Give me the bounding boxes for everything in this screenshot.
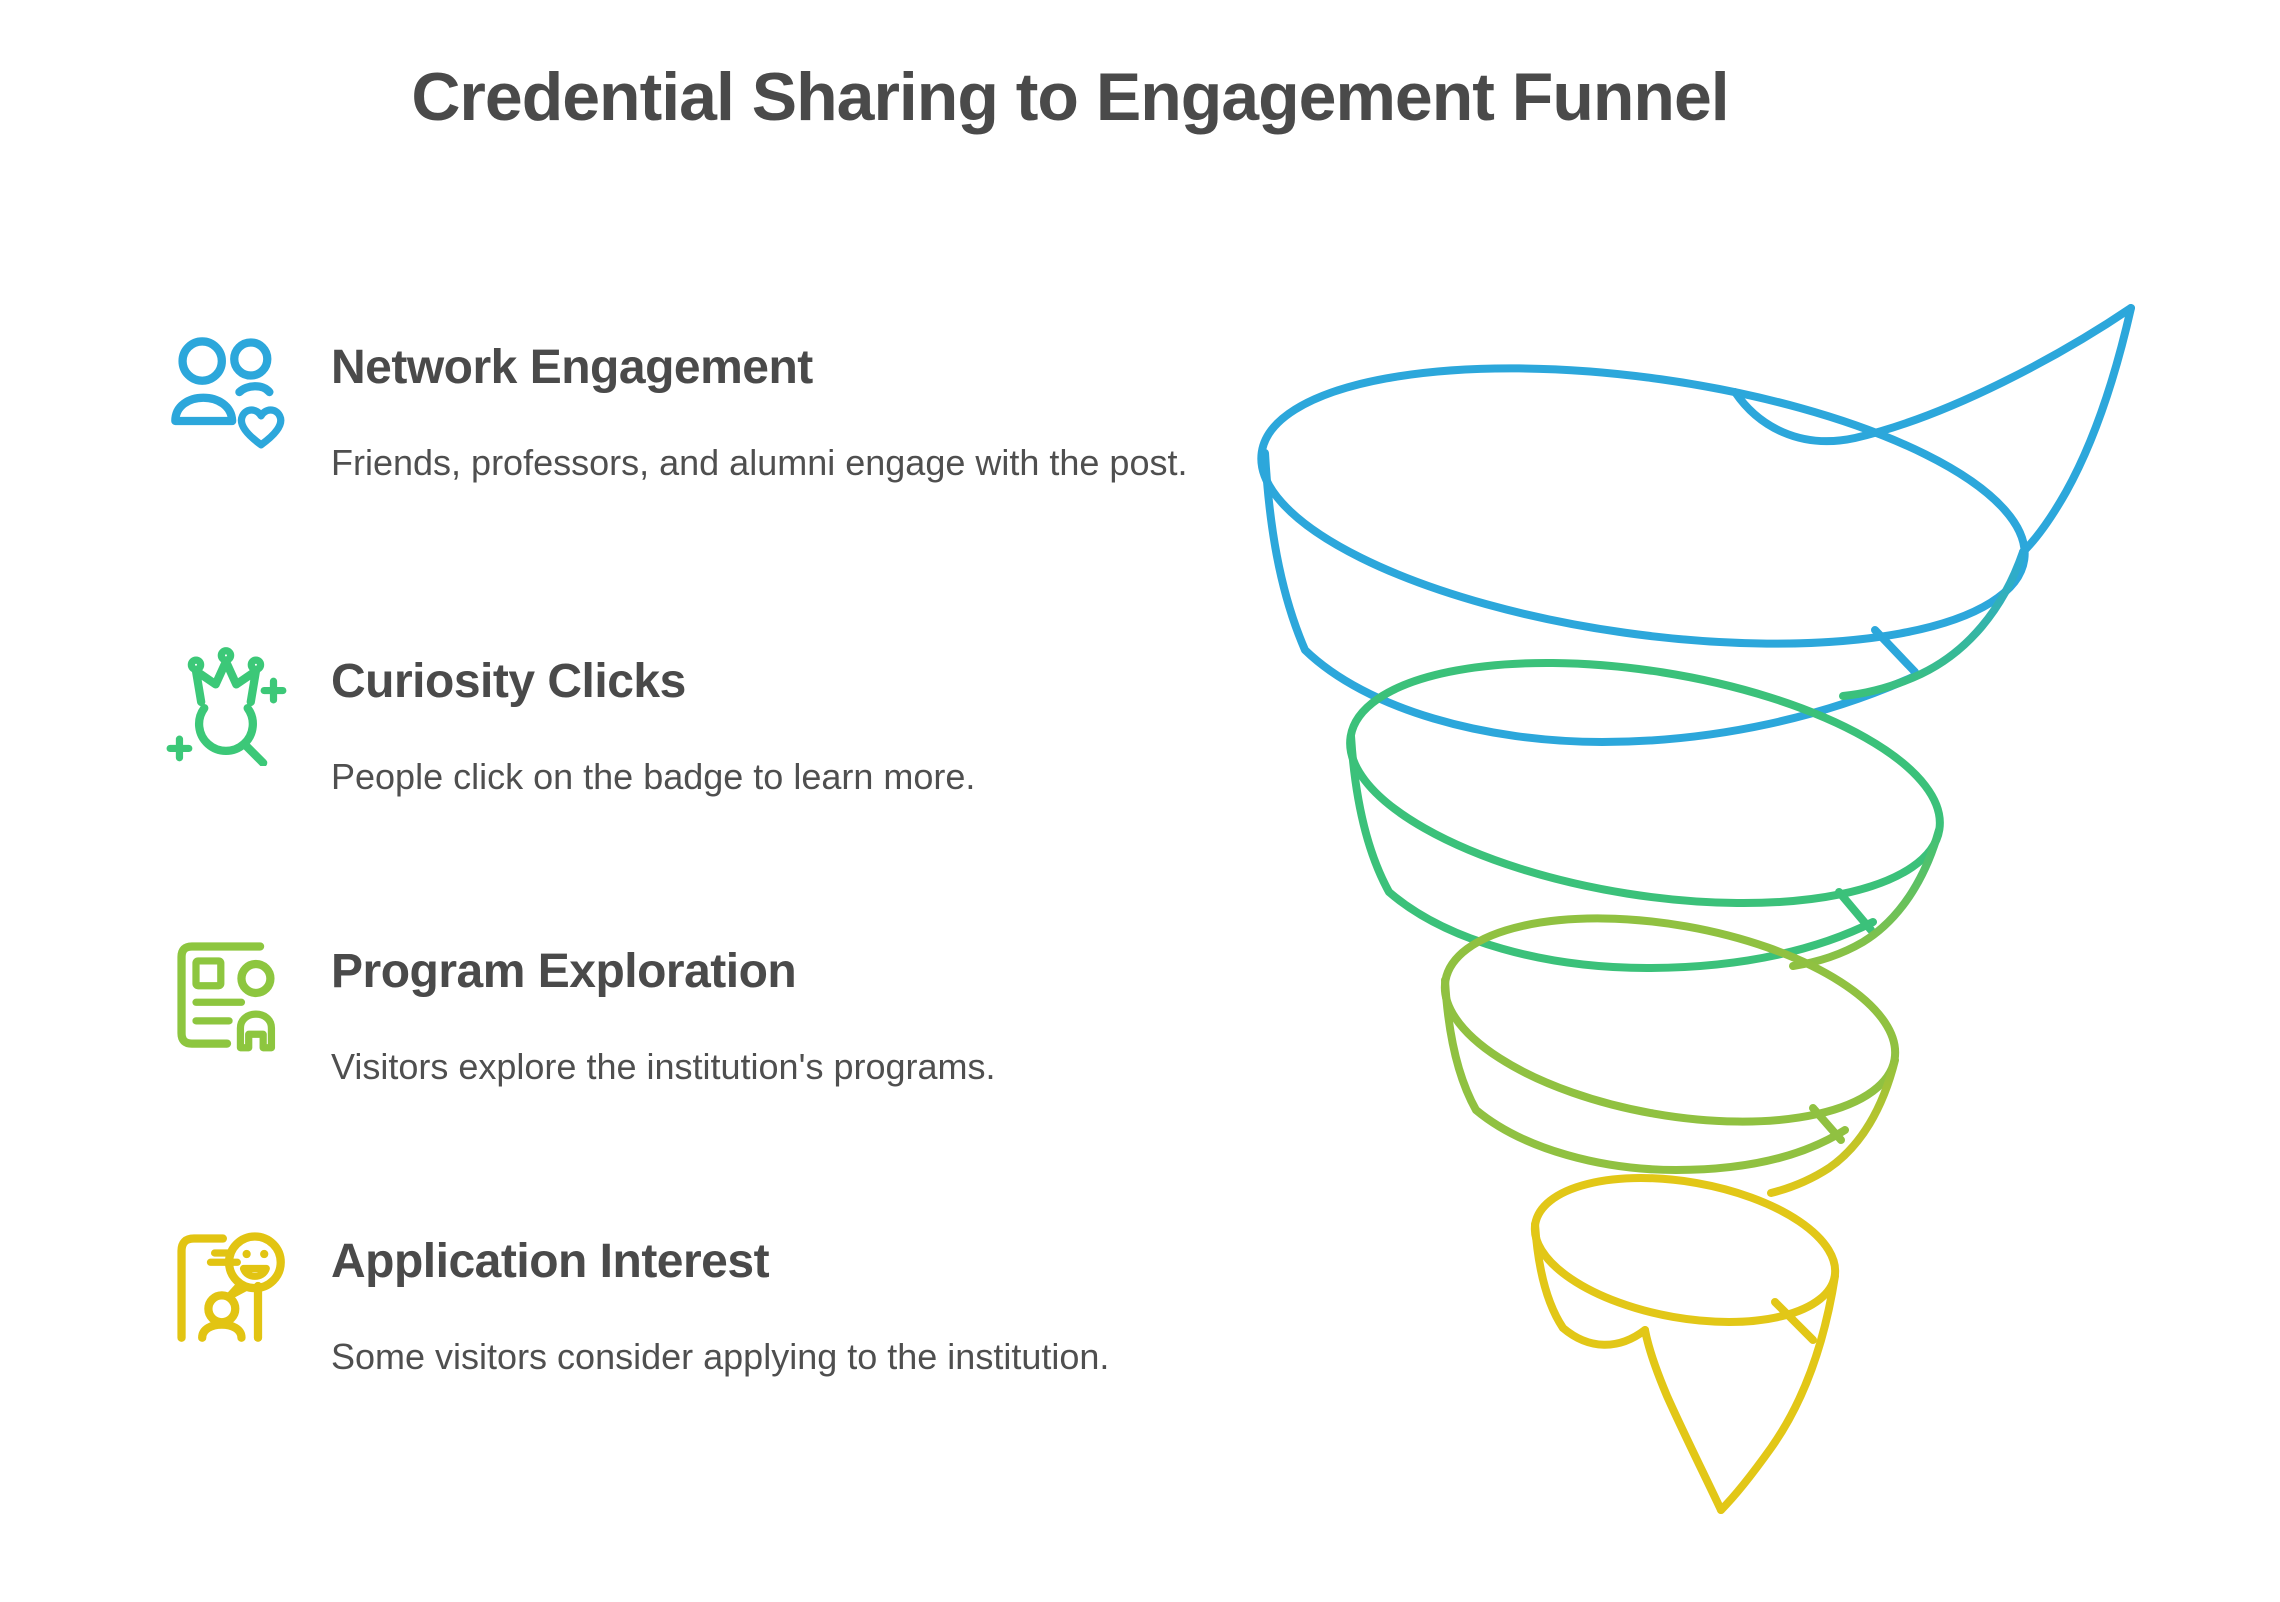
funnel-lower-arc-1 bbox=[1261, 449, 1919, 746]
funnel-stage-curiosity-clicks: Curiosity Clicks People click on the bad… bbox=[165, 642, 1211, 802]
funnel-stage-application-interest: Application Interest Some visitors consi… bbox=[165, 1222, 1211, 1382]
funnel-lower-arc-3 bbox=[1441, 976, 1849, 1174]
stage-description: Friends, professors, and alumni engage w… bbox=[331, 442, 1188, 483]
funnel-tip-sweep bbox=[1731, 304, 2135, 446]
funnel-join-1 bbox=[1839, 548, 2027, 700]
funnel-seam-4 bbox=[1771, 1298, 1817, 1344]
funnel-loop-3 bbox=[1440, 914, 1900, 1174]
page-title: Credential Sharing to Engagement Funnel bbox=[411, 59, 1729, 135]
stage-title: Curiosity Clicks bbox=[331, 655, 686, 708]
spiral-funnel-illustration bbox=[1215, 278, 2195, 1598]
people-heart-icon bbox=[165, 328, 289, 452]
stage-text: Curiosity Clicks People click on the bad… bbox=[331, 642, 1211, 802]
funnel-stage-program-exploration: Program Exploration Visitors explore the… bbox=[165, 932, 1211, 1092]
funnel-seam-2 bbox=[1835, 888, 1875, 934]
funnel-loop-4 bbox=[1530, 1174, 1840, 1514]
phone-chat-icon bbox=[165, 1222, 289, 1346]
stage-title: Application Interest bbox=[331, 1235, 770, 1288]
funnel-join-2 bbox=[1789, 826, 1943, 970]
funnel-seam-1 bbox=[1871, 626, 1919, 676]
stage-text: Network Engagement Friends, professors, … bbox=[331, 328, 1211, 488]
funnel-join-3 bbox=[1767, 1056, 1899, 1197]
stage-text: Program Exploration Visitors explore the… bbox=[331, 932, 1211, 1092]
funnel-seam-3 bbox=[1809, 1104, 1845, 1144]
resume-person-icon bbox=[165, 932, 289, 1056]
funnel-tip-right bbox=[1717, 1272, 1839, 1514]
stage-description: Some visitors consider applying to the i… bbox=[331, 1336, 1110, 1377]
stage-text: Application Interest Some visitors consi… bbox=[331, 1222, 1211, 1382]
funnel-loop-2 bbox=[1346, 658, 1944, 972]
stage-description: Visitors explore the institution's progr… bbox=[331, 1046, 996, 1087]
stage-title: Program Exploration bbox=[331, 945, 797, 998]
stage-description: People click on the badge to learn more. bbox=[331, 756, 976, 797]
funnel-stage-network-engagement: Network Engagement Friends, professors, … bbox=[165, 328, 1211, 488]
funnel-right-edge-1 bbox=[2019, 304, 2135, 556]
funnel-lower-arc-4 bbox=[1531, 1220, 1649, 1349]
stage-title: Network Engagement bbox=[331, 341, 813, 394]
funnel-tip-left bbox=[1641, 1326, 1725, 1514]
crown-magnifier-icon bbox=[165, 642, 289, 766]
funnel-lower-arc-2 bbox=[1347, 732, 1877, 972]
